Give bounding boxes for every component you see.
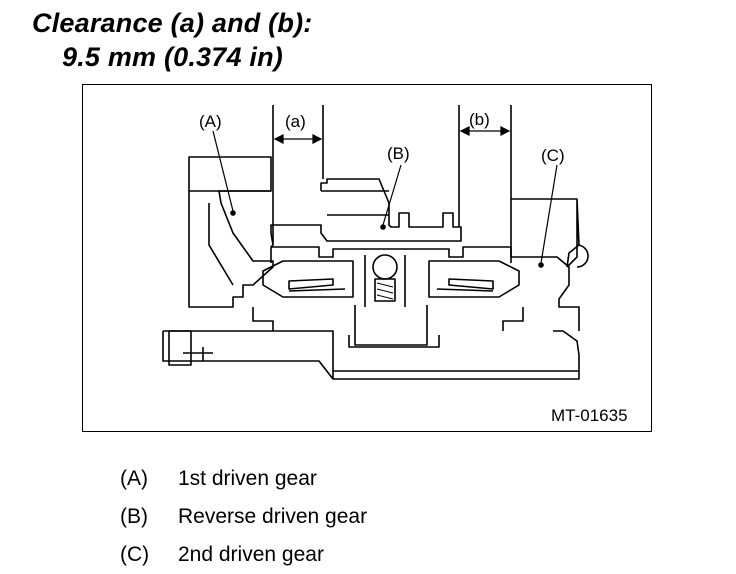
- legend-row: (A) 1st driven gear: [120, 460, 367, 498]
- callout-a: (a): [285, 112, 306, 131]
- legend-key: (C): [120, 543, 150, 566]
- left-blocking-ring: [262, 260, 354, 298]
- right-blocking-ring: [428, 260, 520, 298]
- figure-id: MT-01635: [551, 406, 628, 425]
- shaft-outline: [162, 330, 580, 380]
- first-gear-inner-line: [208, 203, 234, 286]
- leader-A: [212, 130, 234, 212]
- callout-C: (C): [541, 146, 565, 165]
- detent-ball: [372, 254, 398, 280]
- coupling-sleeve: [270, 246, 512, 263]
- shaft-end-cap: [168, 330, 192, 366]
- leader-C: [540, 164, 558, 264]
- legend-row: (C) 2nd driven gear: [120, 536, 367, 574]
- legend-text: Reverse driven gear: [178, 505, 368, 528]
- second-driven-gear-outline: [510, 198, 580, 331]
- callout-b: (b): [469, 110, 490, 129]
- callout-B: (B): [387, 144, 410, 163]
- legend-text: 2nd driven gear: [178, 543, 324, 566]
- hub-lower: [252, 307, 524, 331]
- legend-row: (B) Reverse driven gear: [120, 498, 367, 536]
- hub-centre: [354, 305, 428, 346]
- legend-key: (B): [120, 505, 148, 528]
- legend-text: 1st driven gear: [178, 467, 317, 490]
- legend-key: (A): [120, 467, 148, 490]
- callout-A: (A): [199, 112, 222, 131]
- detent-spring: [374, 278, 396, 302]
- gear-clearance-diagram: (A) (a) (b) (B) (C) MT-01635: [82, 84, 652, 432]
- leader-B: [382, 164, 402, 226]
- first-driven-gear-outline: [188, 156, 274, 308]
- reverse-driven-gear-outline: [270, 178, 462, 248]
- gear-assembly-drawing: (A) (a) (b) (B) (C) MT-01635: [162, 105, 628, 425]
- legend: (A) 1st driven gear (B) Reverse driven g…: [120, 460, 367, 574]
- clearance-title: Clearance (a) and (b):: [32, 8, 313, 38]
- clearance-value: 9.5 mm (0.374 in): [62, 42, 283, 72]
